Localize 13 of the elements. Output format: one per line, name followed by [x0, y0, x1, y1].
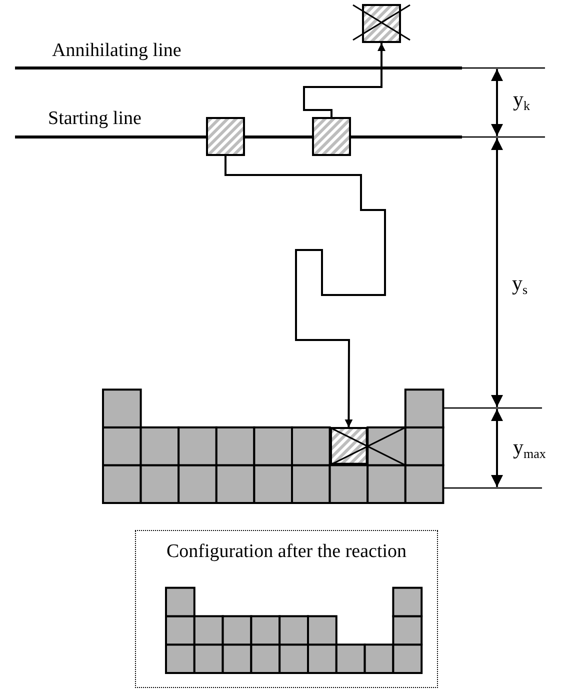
line-label: Annihilating line	[52, 40, 182, 62]
particle	[206, 117, 245, 156]
arrow	[224, 156, 386, 428]
line-label: Starting line	[48, 108, 142, 130]
dimension-label: y$_{s}$	[512, 272, 528, 299]
arrow	[303, 43, 386, 117]
result-panel	[135, 530, 438, 688]
panel-title: Configuration after the reaction	[165, 541, 408, 563]
particle	[312, 117, 351, 156]
dimension-label: y$_{max}$	[513, 436, 546, 463]
dimension-label: y$_{k}$	[513, 88, 530, 115]
deposited-particle	[330, 427, 368, 466]
annihilated-particle	[352, 4, 411, 44]
